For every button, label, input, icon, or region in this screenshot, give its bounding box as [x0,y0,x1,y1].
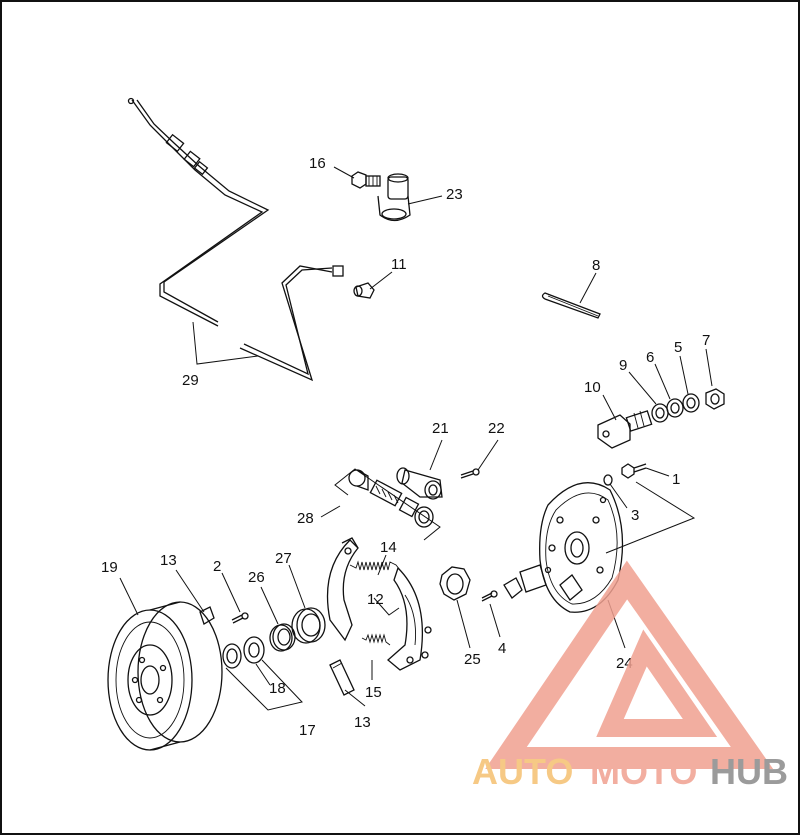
bleed-valve-22 [460,468,480,479]
watermark-text-auto: AUTO [472,751,573,792]
callout-18: 18 [269,680,286,697]
bearing-18 [222,636,265,669]
callout-23: 23 [446,186,463,203]
callout-2: 2 [213,558,221,575]
wheel-cylinder-21 [396,467,443,500]
screw-2 [231,612,249,624]
bolt-16 [351,171,381,189]
watermark-logo: AUTO MOTO HUB [472,560,788,792]
brake-shoe-upper [326,537,359,642]
callout-4: 4 [498,640,506,657]
brake-shoe-lower [387,566,432,671]
leader-lines [119,166,713,711]
callout-3: 3 [631,507,639,524]
tee-fitting-23 [377,173,411,222]
callout-1: 1 [672,471,680,488]
washer-5 [682,393,700,413]
callout-13-lower: 13 [354,714,371,731]
callout-14: 14 [380,539,397,556]
callout-9: 9 [619,357,627,374]
callout-29: 29 [182,372,199,389]
seal-27 [291,607,326,644]
washer-6 [666,398,684,418]
callout-7: 7 [702,332,710,349]
callout-5: 5 [674,339,682,356]
watermark-text-hub: HUB [710,751,788,792]
bolt-1 [621,463,647,479]
fitting-11 [353,282,375,299]
callout-28: 28 [297,510,314,527]
washer-9 [651,403,669,423]
cotter-pin-8 [541,292,601,319]
callout-15: 15 [365,684,382,701]
callout-16: 16 [309,155,326,172]
callout-19: 19 [101,559,118,576]
callout-21: 21 [432,420,449,437]
callout-17: 17 [299,722,316,739]
callout-6: 6 [646,349,654,366]
spindle-10 [597,410,653,449]
hub-nut-25 [439,566,471,601]
screw-4 [481,590,498,602]
brake-drum-19 [107,601,223,751]
callout-13-upper: 13 [160,552,177,569]
callout-27: 27 [275,550,292,567]
callout-26: 26 [248,569,265,586]
callout-12: 12 [367,591,384,608]
callout-25: 25 [464,651,481,668]
spring-15 [361,633,391,646]
adjuster-block [503,564,547,599]
repair-kit-28 [334,468,441,541]
nut-7 [705,388,725,410]
clip-13-lower [329,659,355,696]
watermark-text-moto: MOTO [590,751,697,792]
callout-labels: 1 2 3 4 5 6 7 8 9 10 11 12 13 13 14 15 1… [101,155,710,739]
leader-12 [373,597,400,616]
callout-10: 10 [584,379,601,396]
callout-11: 11 [391,256,407,273]
bearing-race-26 [269,623,296,652]
washer-3 [603,474,613,486]
callout-8: 8 [592,257,600,274]
clip-13-upper [199,606,215,625]
callout-22: 22 [488,420,505,437]
brake-line-29 [127,97,344,382]
spring-14 [349,560,401,571]
watermark-triangle [485,560,774,769]
watermark-inner-triangle [596,629,718,737]
